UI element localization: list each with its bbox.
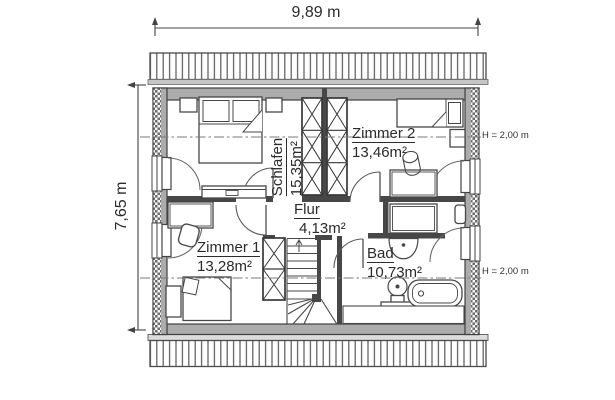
furniture-zimmer2	[389, 98, 466, 198]
room-area-bad: 10,73m²	[367, 264, 423, 281]
dimension-width-label: 9,89 m	[291, 4, 341, 21]
stairs	[286, 237, 337, 325]
window-bad	[429, 225, 481, 263]
bathtub	[407, 279, 463, 308]
room-area-schlafen: 15,35m²	[288, 141, 305, 197]
single-bed-zimmer1	[181, 276, 232, 322]
room-label-flur: Flur 4,13m²	[294, 200, 346, 238]
exterior-walls	[152, 87, 480, 336]
room-name-schlafen: Schlafen	[269, 137, 287, 197]
double-bed	[198, 96, 263, 164]
desk-zimmer2	[389, 169, 438, 198]
pillow	[202, 100, 230, 122]
shower	[389, 203, 438, 234]
desk-zimmer1	[167, 201, 214, 229]
knee-wall-storage	[342, 305, 465, 325]
room-label-bad: Bad 10,73m²	[367, 244, 422, 282]
room-label-zimmer2: Zimmer 2 13,46m²	[352, 124, 416, 162]
nightstand-zimmer2	[449, 128, 466, 148]
knee-wall-note-lower: H = 2,00 m	[482, 266, 529, 277]
shaft-zimmer2	[326, 97, 348, 196]
wall-schlafen-zimmer2	[322, 88, 327, 196]
door-bad	[333, 238, 364, 269]
pillow	[181, 276, 200, 296]
dimension-line-left	[127, 82, 146, 333]
washbasin	[388, 237, 419, 260]
pillow	[232, 100, 260, 122]
knee-wall-lines	[140, 136, 481, 279]
wall-flur-shower	[383, 202, 389, 233]
room-name-zimmer1: Zimmer 1	[197, 239, 261, 257]
roof-eaves-top	[147, 52, 489, 85]
room-area-zimmer1: 13,28m²	[197, 258, 253, 275]
wall-stair-bad	[337, 236, 342, 324]
stair-rail-wall	[317, 238, 321, 299]
dimension-height-label: 7,65 m	[113, 181, 130, 231]
door-zimmer2	[349, 171, 381, 203]
dresser-zimmer1	[165, 285, 182, 318]
room-name-flur: Flur	[294, 201, 320, 219]
exterior-wall-bottom	[152, 323, 480, 336]
chair-zimmer1	[177, 223, 200, 248]
room-area-flur: 4,13m²	[299, 220, 346, 237]
blanket-fold	[217, 277, 232, 291]
roof-eaves-bottom	[147, 334, 489, 368]
sideboard	[201, 185, 267, 199]
exterior-wall-left-hatch	[153, 88, 161, 334]
stair-winders	[287, 297, 317, 325]
room-label-zimmer1: Zimmer 1 13,28m²	[197, 238, 261, 276]
furniture-zimmer1	[165, 201, 232, 322]
shaft-stairs	[262, 237, 286, 301]
exterior-wall-right-hatch	[471, 88, 479, 334]
blanket-fold	[430, 111, 447, 128]
fixtures-bad	[342, 203, 467, 325]
door-zimmer1	[235, 204, 267, 236]
nightstand-right	[265, 97, 283, 113]
wall-washbasin-stub	[368, 233, 445, 239]
room-name-zimmer2: Zimmer 2	[352, 125, 416, 143]
stair-direction-arrow	[295, 239, 303, 252]
knee-wall-note-upper: H = 2,00 m	[482, 130, 529, 141]
radiator	[454, 204, 467, 225]
shaft-schlafen	[301, 97, 323, 196]
nightstand-left	[179, 97, 198, 113]
stool-zimmer2	[402, 150, 421, 176]
single-bed-zimmer2	[396, 98, 464, 128]
furniture-schlafen	[179, 96, 283, 199]
room-label-schlafen: Schlafen 15,35m²	[268, 137, 306, 197]
stair-winder-diagonal	[320, 298, 337, 324]
blanket-fold	[241, 109, 263, 133]
window-zimmer1	[151, 222, 203, 259]
dimension-line-top	[152, 17, 481, 36]
pillow	[448, 102, 461, 124]
room-area-zimmer2: 13,46m²	[352, 144, 408, 161]
window-schlafen	[151, 155, 201, 192]
room-name-bad: Bad	[367, 245, 394, 263]
interior-walls	[167, 88, 465, 324]
